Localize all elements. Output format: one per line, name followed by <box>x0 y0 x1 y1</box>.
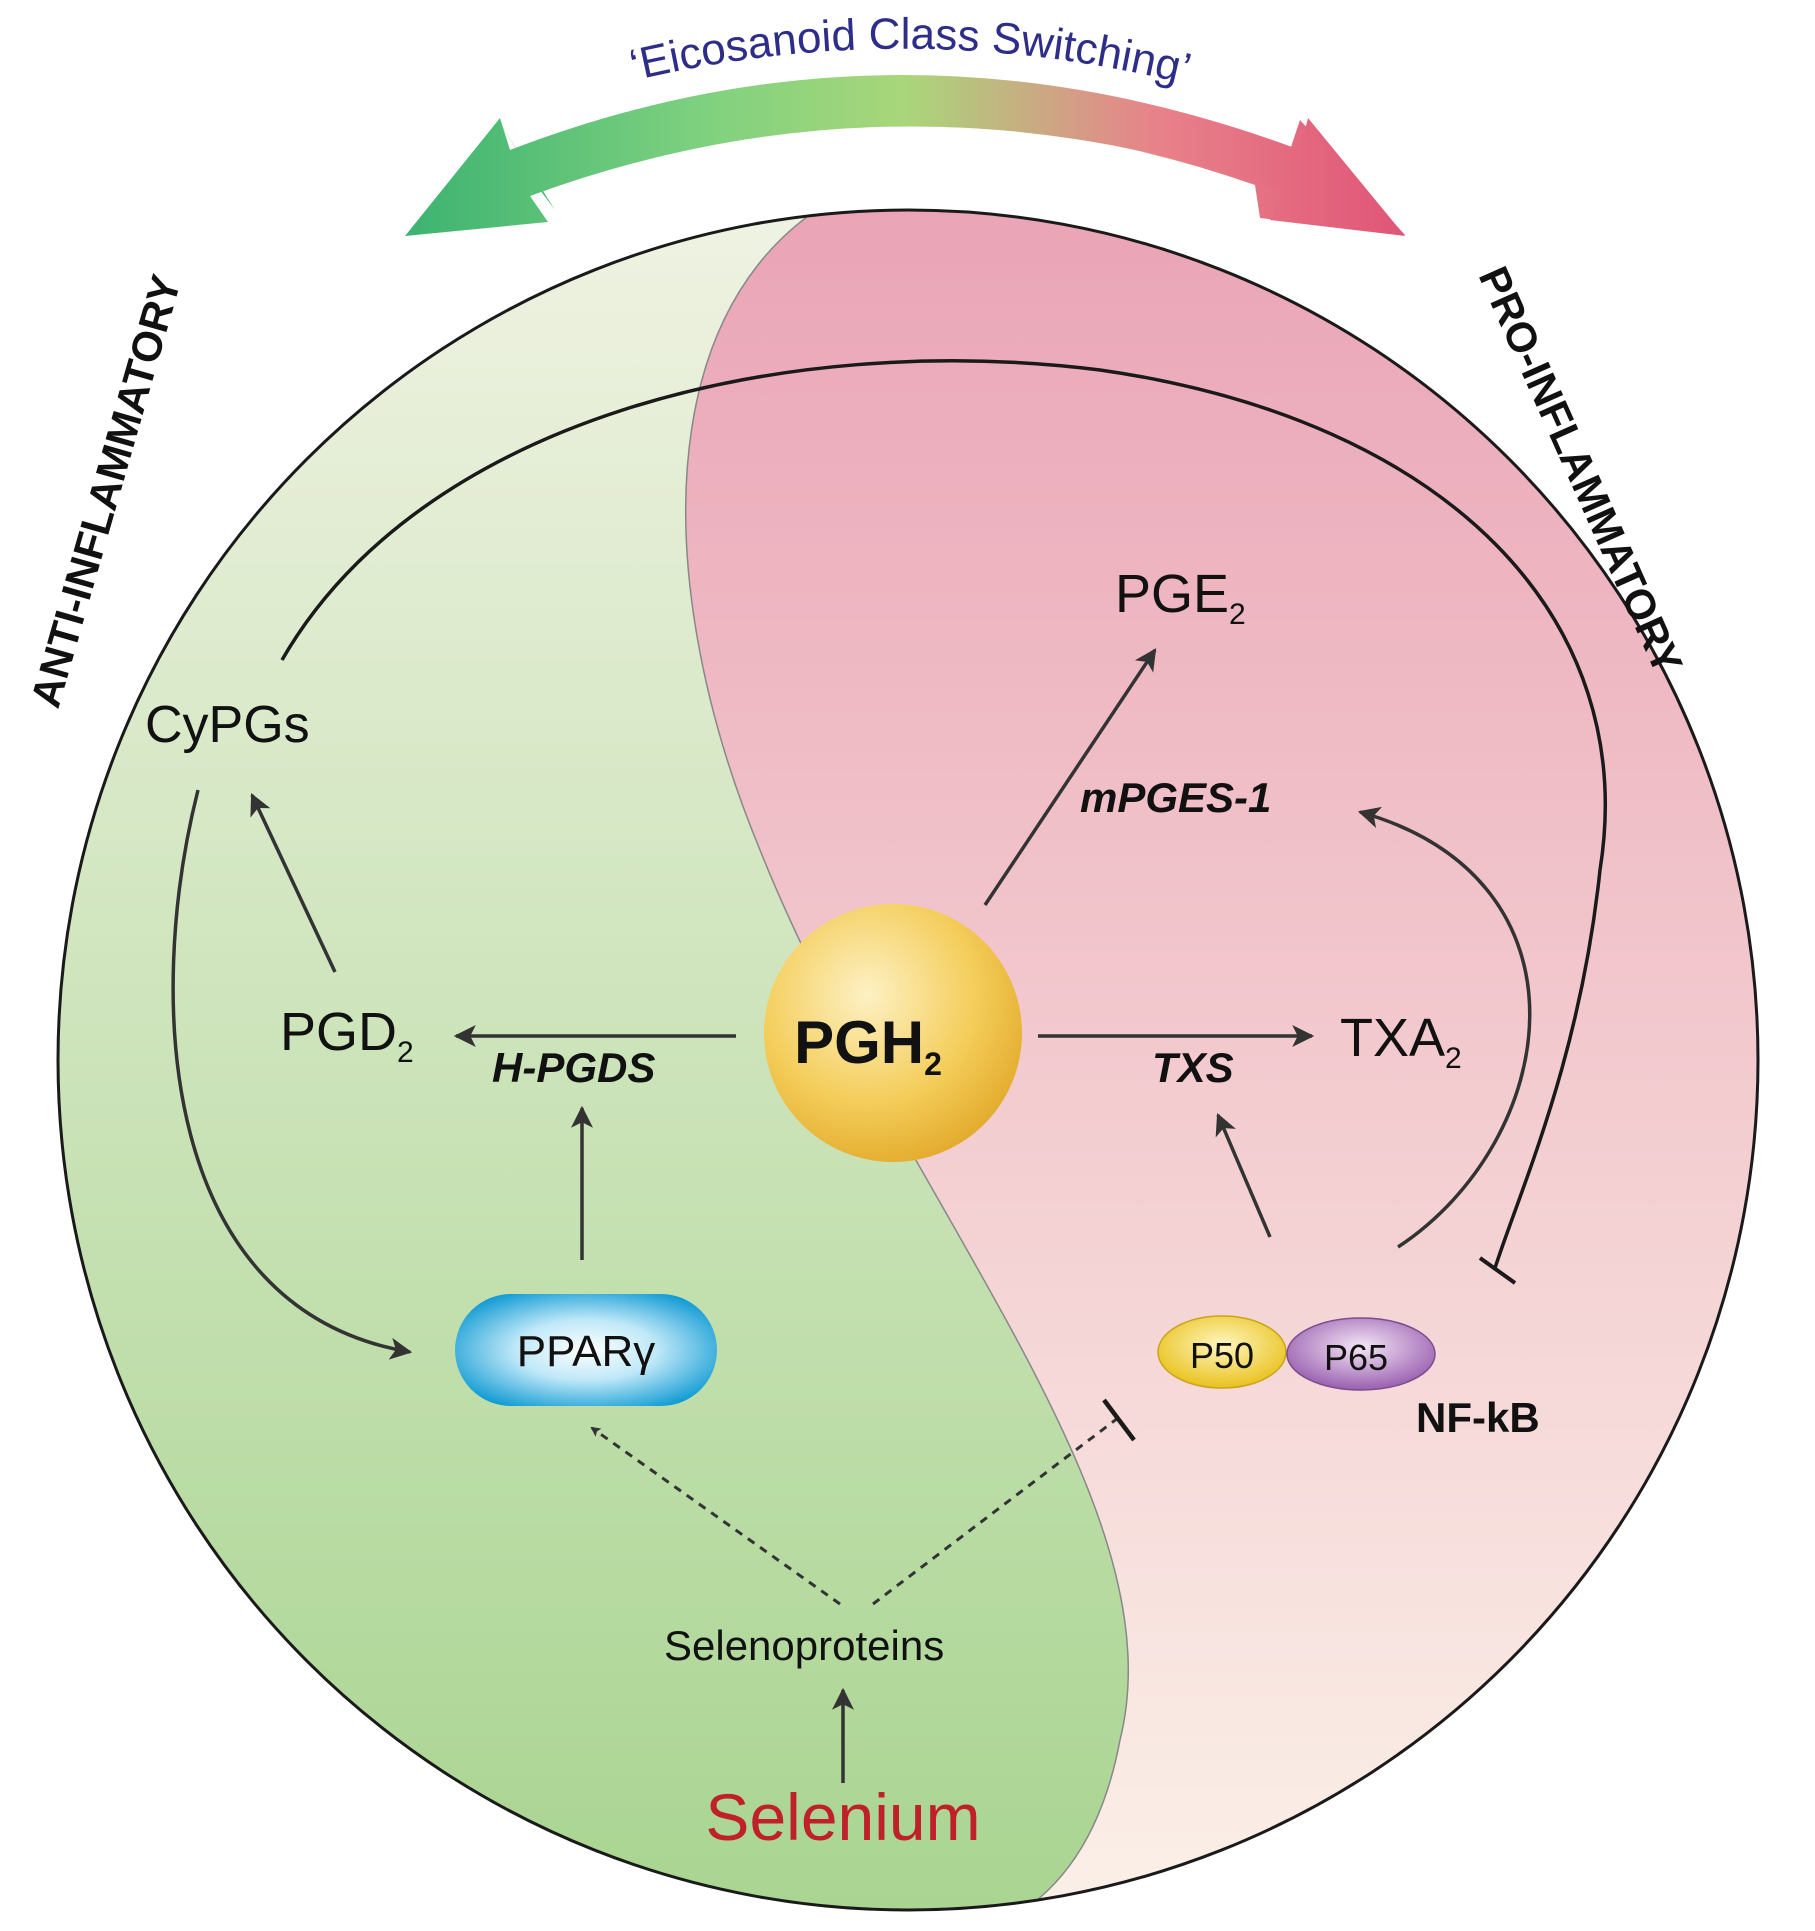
selenoproteins-inhibition-bar <box>1102 1398 1136 1442</box>
p65-label: P65 <box>1324 1337 1388 1378</box>
pgh2-circle <box>764 904 1022 1162</box>
outer-circle <box>56 208 1760 1912</box>
selenoproteins-inhibit-nfkb-line <box>872 1416 1119 1606</box>
selenoproteins-to-ppar-arrow <box>590 1426 841 1606</box>
ppar-gamma-label: PPARγ <box>517 1327 656 1376</box>
nfkb-label: NF-kB <box>1416 1394 1540 1441</box>
pgd2-label: PGD2 <box>280 1002 414 1069</box>
cypgs-label: CyPGs <box>145 696 310 754</box>
pgh2-to-pge2-arrow <box>983 648 1157 906</box>
mpges1-label: mPGES-1 <box>1080 774 1271 821</box>
cypgs-to-ppar-arrow <box>171 789 413 1360</box>
nfkb-to-txs-arrow <box>1215 1112 1272 1238</box>
nfkb-inhibition-bar <box>1478 1256 1517 1285</box>
hpgds-label: H-PGDS <box>492 1044 655 1091</box>
p50-label: P50 <box>1190 1335 1254 1376</box>
p50-subunit <box>1157 1315 1287 1389</box>
pgd2-to-cypgs-arrow <box>250 793 337 973</box>
selenoproteins-label: Selenoproteins <box>664 1622 944 1669</box>
p65-subunit <box>1286 1317 1436 1391</box>
txa2-label: TXA2 <box>1340 1008 1462 1075</box>
pge2-label: PGE2 <box>1115 564 1246 631</box>
cypgs-inhibits-nfkb-arc <box>280 359 1607 1269</box>
selenium-label: Selenium <box>705 1780 980 1854</box>
class-switching-arrow-body <box>405 75 1405 236</box>
ppar-gamma-capsule <box>455 1294 717 1406</box>
nfkb-to-mpges1-arrow <box>1357 806 1532 1249</box>
pgh2-label: PGH2 <box>794 1009 942 1082</box>
txs-label: TXS <box>1152 1044 1234 1091</box>
